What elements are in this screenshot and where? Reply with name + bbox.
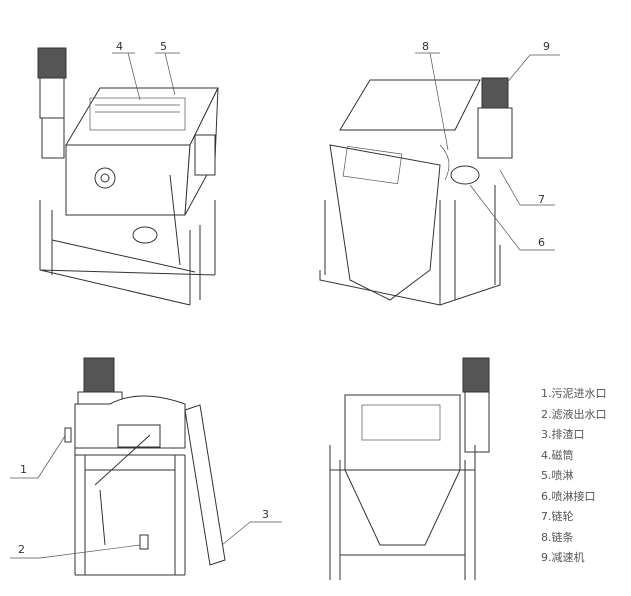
legend-item: 3.排渣口 — [541, 428, 585, 441]
legend-item: 8.链条 — [541, 530, 574, 544]
callout-leaders — [10, 52, 560, 559]
legend-item: 1.污泥进水口 — [541, 387, 607, 400]
callout-9: 9 — [543, 40, 550, 53]
legend-item: 7.链轮 — [541, 510, 574, 523]
legend-item: 2.滤液出水口 — [541, 407, 607, 421]
isometric-view-rear — [319, 77, 513, 306]
callout-8: 8 — [422, 40, 429, 53]
front-elevation-view — [64, 357, 226, 576]
callout-4: 4 — [116, 40, 123, 53]
callout-2: 2 — [18, 543, 25, 556]
parts-legend: 1.污泥进水口 2.滤液出水口 3.排渣口 4.磁筒 5.喷淋 6.喷淋接口 7… — [541, 384, 607, 569]
legend-item: 5.喷淋 — [541, 469, 574, 482]
callout-5: 5 — [160, 40, 167, 53]
callout-1: 1 — [20, 463, 27, 476]
isometric-view-front — [37, 47, 219, 306]
legend-item: 9.减速机 — [541, 551, 585, 564]
callout-3: 3 — [262, 508, 269, 521]
callout-6: 6 — [538, 236, 545, 249]
callout-7: 7 — [538, 193, 545, 206]
legend-item: 4.磁筒 — [541, 448, 574, 462]
legend-item: 6.喷淋接口 — [541, 489, 596, 503]
side-elevation-view — [329, 357, 490, 580]
